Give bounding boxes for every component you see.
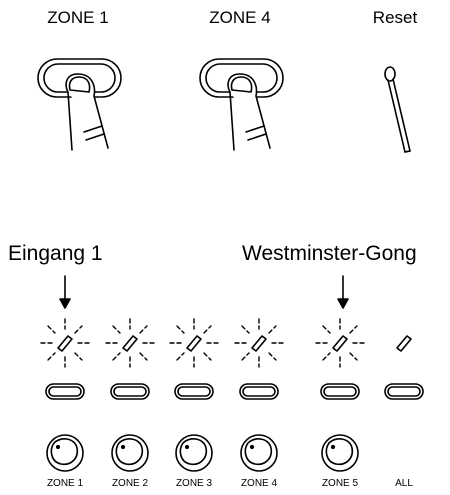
zone-knob[interactable] (46, 434, 84, 472)
blink-rays (40, 318, 90, 368)
zone-label: ZONE 2 (111, 478, 149, 489)
zone-1-unit (40, 318, 90, 472)
zone-knob[interactable] (240, 434, 278, 472)
callout-westminster: Westminster-Gong (242, 242, 417, 265)
zone-button[interactable] (239, 383, 279, 400)
zone-button[interactable] (174, 383, 214, 400)
zone-6-unit (384, 335, 424, 400)
led-indicator (234, 318, 284, 368)
callout-eingang: Eingang 1 (8, 242, 103, 265)
zone-button[interactable] (384, 383, 424, 400)
zone-4-unit (234, 318, 284, 472)
finger-icon (65, 73, 109, 151)
led-indicator (40, 318, 90, 368)
zone4-button-press[interactable] (199, 58, 284, 151)
finger-icon (227, 73, 271, 151)
reset-tool (387, 78, 411, 153)
led-indicator (169, 318, 219, 368)
blink-rays (105, 318, 155, 368)
zone-panel (40, 318, 424, 472)
zone-3-unit (169, 318, 219, 472)
zone-knob[interactable] (175, 434, 213, 472)
zone-button[interactable] (110, 383, 150, 400)
zone-button[interactable] (320, 383, 360, 400)
led-indicator (396, 335, 412, 352)
zone1-title: ZONE 1 (47, 8, 109, 27)
reset-title: Reset (372, 8, 418, 27)
zone-label: ALL (395, 478, 413, 489)
zone-button[interactable] (45, 383, 85, 400)
zone1-button-press[interactable] (37, 58, 122, 151)
blink-rays (315, 318, 365, 368)
zone-knob[interactable] (321, 434, 359, 472)
zone-knob[interactable] (111, 434, 149, 472)
led-indicator (315, 318, 365, 368)
reset-pin[interactable] (384, 66, 411, 153)
arrow-icon (337, 275, 349, 309)
zone-label: ZONE 3 (175, 478, 213, 489)
blink-rays (234, 318, 284, 368)
zone4-title: ZONE 4 (209, 8, 271, 27)
zone-label: ZONE 4 (240, 478, 278, 489)
zone-2-unit (105, 318, 155, 472)
blink-rays (169, 318, 219, 368)
zone-label: ZONE 5 (321, 478, 359, 489)
zone-5-unit (315, 318, 365, 472)
zone-label: ZONE 1 (46, 478, 84, 489)
reset-hole (384, 66, 396, 82)
arrow-icon (59, 275, 71, 309)
led-indicator (105, 318, 155, 368)
